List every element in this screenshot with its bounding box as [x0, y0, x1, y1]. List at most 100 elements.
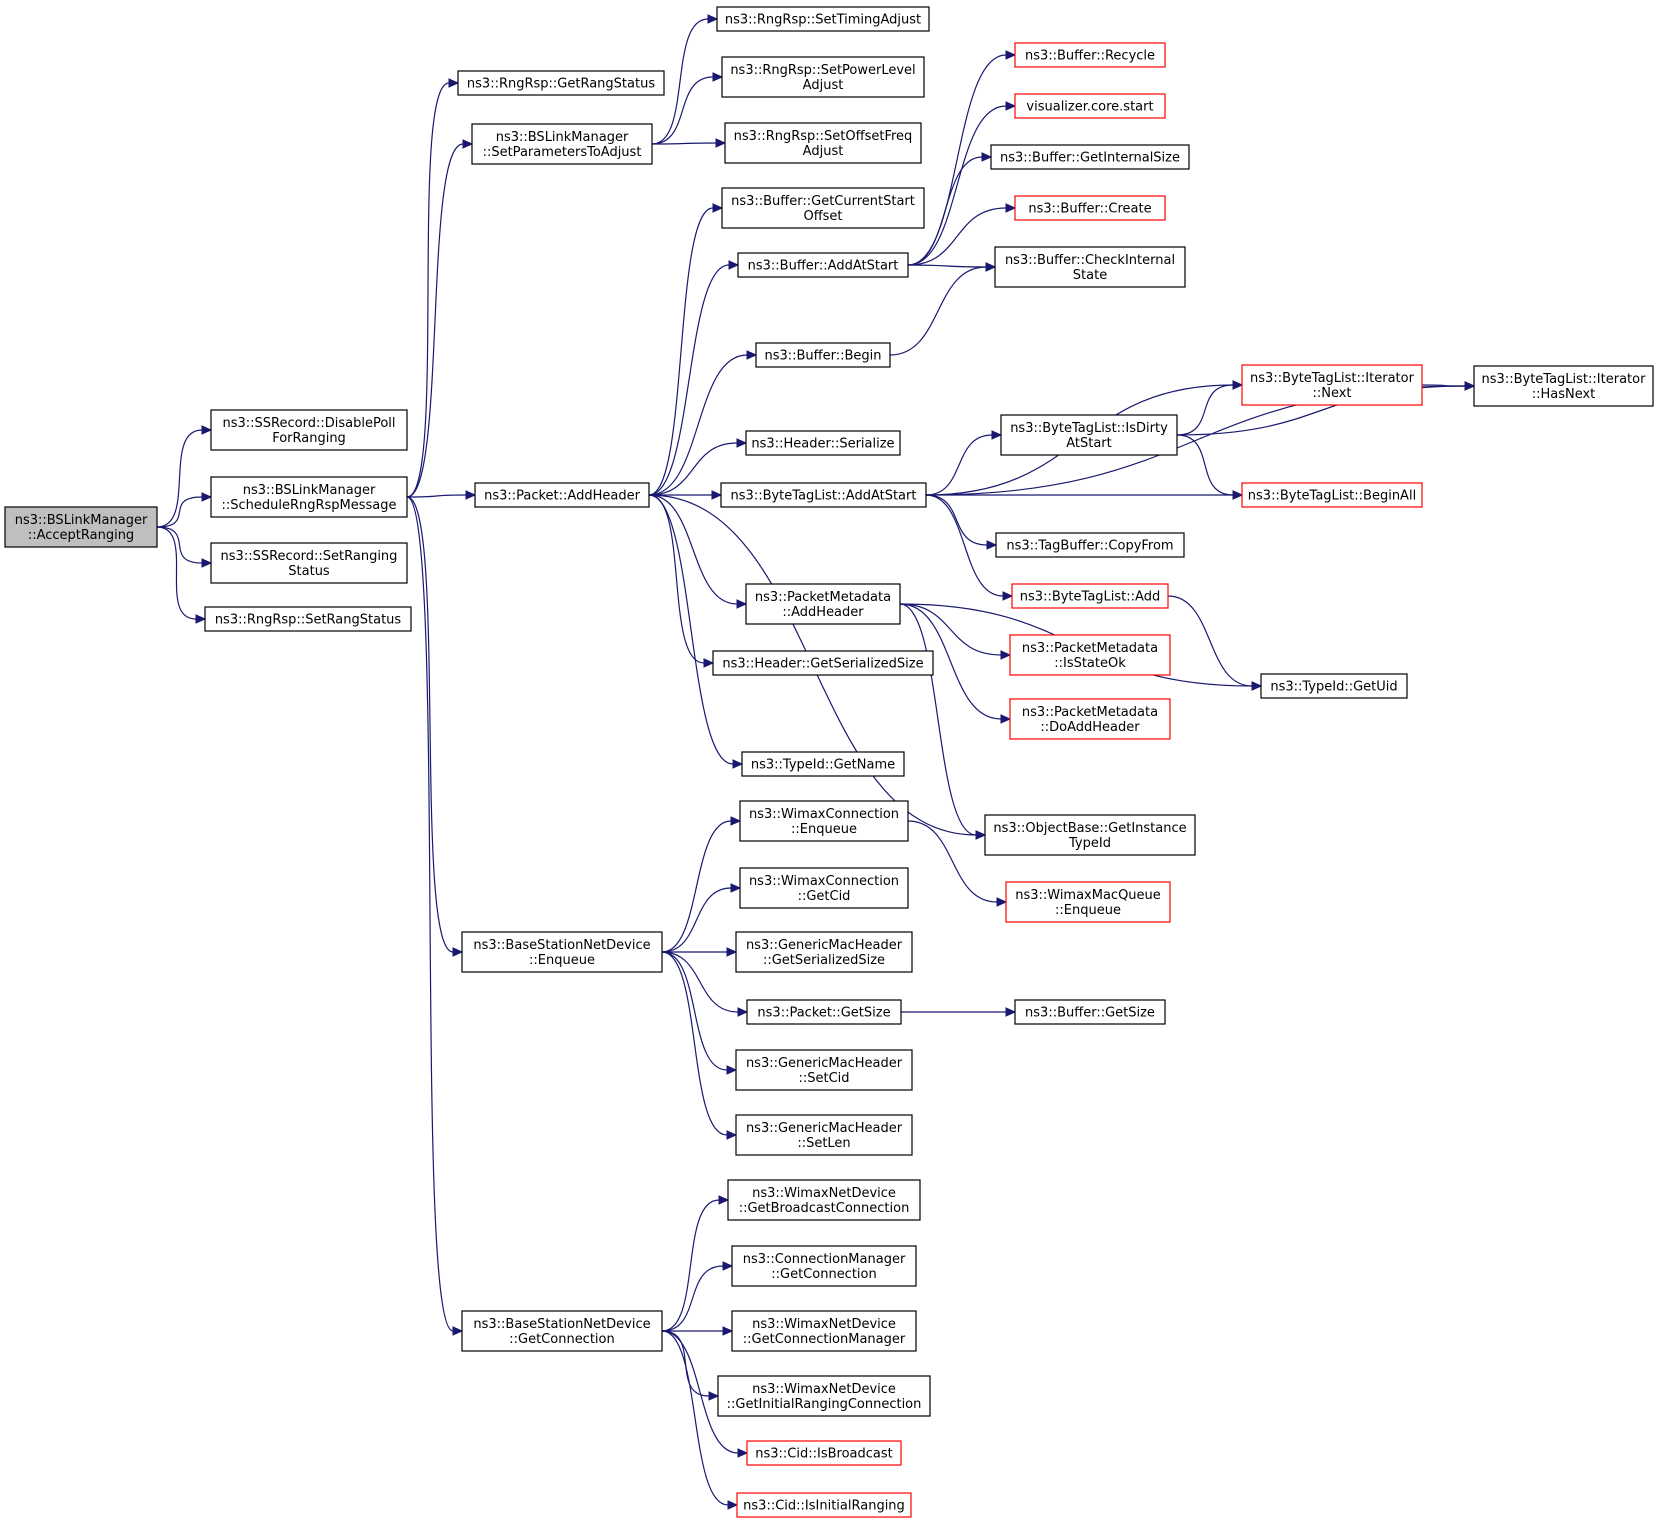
node-serialize[interactable]: ns3::Header::Serialize — [745, 430, 901, 456]
node-label-line: Offset — [803, 209, 842, 224]
edge-btladdatstart-btladd — [925, 494, 1014, 601]
node-label-line: ns3::GenericMacHeader — [746, 1121, 903, 1136]
node-recycle[interactable]: ns3::Buffer::Recycle — [1014, 42, 1166, 68]
node-label-line: ns3::Buffer::Begin — [764, 349, 881, 364]
edge-pmaddheader-doaddheader — [899, 603, 1012, 724]
node-label-line: ns3::RngRsp::SetTimingAdjust — [725, 13, 921, 28]
node-settiming[interactable]: ns3::RngRsp::SetTimingAdjust — [716, 6, 930, 32]
node-box — [994, 246, 1186, 288]
node-label-line: ns3::Cid::IsBroadcast — [755, 1447, 892, 1462]
node-box — [739, 800, 909, 842]
node-label-line: ::Enqueue — [791, 822, 857, 837]
node-label-line: ns3::ByteTagList::BeginAll — [1248, 489, 1416, 504]
node-box — [457, 70, 665, 96]
node-begin[interactable]: ns3::Buffer::Begin — [755, 342, 891, 368]
node-box — [1000, 414, 1178, 456]
node-label-line: ::AcceptRanging — [28, 528, 134, 543]
node-addatstart[interactable]: ns3::Buffer::AddAtStart — [737, 252, 909, 278]
node-copyfrom[interactable]: ns3::TagBuffer::CopyFrom — [995, 532, 1185, 558]
node-label-line: Status — [288, 564, 330, 579]
node-box — [731, 1245, 917, 1287]
node-label-line: ns3::WimaxNetDevice — [752, 1382, 896, 1397]
node-box — [1241, 482, 1423, 508]
node-btladd[interactable]: ns3::ByteTagList::Add — [1011, 583, 1169, 609]
node-getsersize[interactable]: ns3::Header::GetSerializedSize — [712, 650, 934, 676]
node-gmhsetcid[interactable]: ns3::GenericMacHeader::SetCid — [735, 1049, 913, 1091]
node-create[interactable]: ns3::Buffer::Create — [1014, 195, 1166, 221]
node-box — [1260, 673, 1408, 699]
node-box — [210, 409, 408, 451]
node-label-line: ns3::Packet::GetSize — [757, 1006, 890, 1021]
node-box — [1009, 698, 1171, 740]
node-box — [755, 342, 891, 368]
node-label-line: ::Next — [1312, 386, 1351, 401]
node-label-line: ns3::SSRecord::DisablePoll — [223, 416, 396, 431]
node-vizstart[interactable]: visualizer.core.start — [1014, 93, 1166, 119]
node-pktgetsize[interactable]: ns3::Packet::GetSize — [746, 999, 902, 1025]
node-label-line: ns3::BaseStationNetDevice — [473, 938, 650, 953]
node-label-line: ns3::GenericMacHeader — [746, 1056, 903, 1071]
node-label-line: ns3::Buffer::GetCurrentStart — [731, 194, 915, 209]
edge-setparams-setoffset — [651, 138, 727, 148]
node-box — [995, 532, 1185, 558]
node-label-line: ::GetConnection — [509, 1332, 615, 1347]
node-accept: ns3::BSLinkManager::AcceptRanging — [4, 506, 158, 548]
edge-addatstart-recycle — [907, 50, 1017, 266]
node-bufgetsize[interactable]: ns3::Buffer::GetSize — [1014, 999, 1166, 1025]
node-getrangstatus[interactable]: ns3::RngRsp::GetRangStatus — [457, 70, 665, 96]
node-getuid[interactable]: ns3::TypeId::GetUid — [1260, 673, 1408, 699]
node-setrangstatus[interactable]: ns3::RngRsp::SetRangStatus — [204, 606, 412, 632]
edge-bsenqueue-pktgetsize — [661, 951, 749, 1017]
node-isbroadcast[interactable]: ns3::Cid::IsBroadcast — [746, 1440, 902, 1466]
node-doaddheader[interactable]: ns3::PacketMetadata::DoAddHeader — [1009, 698, 1171, 740]
node-getname[interactable]: ns3::TypeId::GetName — [741, 751, 905, 777]
node-wcgetcid[interactable]: ns3::WimaxConnection::GetCid — [739, 867, 909, 909]
node-getinitrng[interactable]: ns3::WimaxNetDevice::GetInitialRangingCo… — [717, 1375, 931, 1417]
node-pmaddheader[interactable]: ns3::PacketMetadata::AddHeader — [745, 583, 901, 625]
node-box — [1014, 195, 1166, 221]
node-label-line: AtStart — [1066, 436, 1112, 451]
node-label-line: State — [1073, 268, 1107, 283]
node-gmhsetlen[interactable]: ns3::GenericMacHeader::SetLen — [735, 1114, 913, 1156]
node-label-line: ns3::WimaxNetDevice — [752, 1186, 896, 1201]
edge-isdirty-beginall — [1176, 434, 1244, 500]
node-isinitrng[interactable]: ns3::Cid::IsInitialRanging — [736, 1492, 912, 1518]
node-getintsize[interactable]: ns3::Buffer::GetInternalSize — [990, 144, 1190, 170]
node-box — [204, 606, 412, 632]
node-label-line: ns3::Packet::AddHeader — [484, 489, 640, 504]
node-wcenqueue[interactable]: ns3::WimaxConnection::Enqueue — [739, 800, 909, 842]
node-box — [716, 6, 930, 32]
node-setparams[interactable]: ns3::BSLinkManager::SetParametersToAdjus… — [471, 123, 653, 165]
edge-accept-schedule — [156, 492, 213, 528]
node-iterhasnext[interactable]: ns3::ByteTagList::Iterator::HasNext — [1473, 365, 1654, 407]
node-isstateok[interactable]: ns3::PacketMetadata::IsStateOk — [1009, 634, 1171, 676]
node-cmgetconn[interactable]: ns3::ConnectionManager::GetConnection — [731, 1245, 917, 1287]
node-label-line: ns3::ByteTagList::AddAtStart — [731, 489, 917, 504]
node-box — [1014, 42, 1166, 68]
node-addheader[interactable]: ns3::Packet::AddHeader — [474, 482, 650, 508]
node-getconnmgr[interactable]: ns3::WimaxNetDevice::GetConnectionManage… — [731, 1310, 917, 1352]
node-beginall[interactable]: ns3::ByteTagList::BeginAll — [1241, 482, 1423, 508]
node-gmhgetsersize[interactable]: ns3::GenericMacHeader::GetSerializedSize — [735, 931, 913, 973]
node-box — [1014, 999, 1166, 1025]
node-schedule[interactable]: ns3::BSLinkManager::ScheduleRngRspMessag… — [210, 476, 408, 518]
node-btladdatstart[interactable]: ns3::ByteTagList::AddAtStart — [720, 482, 927, 508]
edge-addatstart-getintsize — [907, 152, 993, 266]
node-label-line: ::DoAddHeader — [1040, 720, 1140, 735]
node-getbcast[interactable]: ns3::WimaxNetDevice::GetBroadcastConnect… — [727, 1179, 921, 1221]
node-wmqenqueue[interactable]: ns3::WimaxMacQueue::Enqueue — [1005, 881, 1171, 923]
node-box — [731, 1310, 917, 1352]
node-label-line: ::SetParametersToAdjust — [483, 145, 642, 160]
node-iternext[interactable]: ns3::ByteTagList::Iterator::Next — [1241, 364, 1423, 406]
node-label-line: ::GetBroadcastConnection — [739, 1201, 910, 1216]
node-bsgetconn[interactable]: ns3::BaseStationNetDevice::GetConnection — [461, 1310, 663, 1352]
node-bsenqueue[interactable]: ns3::BaseStationNetDevice::Enqueue — [461, 931, 663, 973]
